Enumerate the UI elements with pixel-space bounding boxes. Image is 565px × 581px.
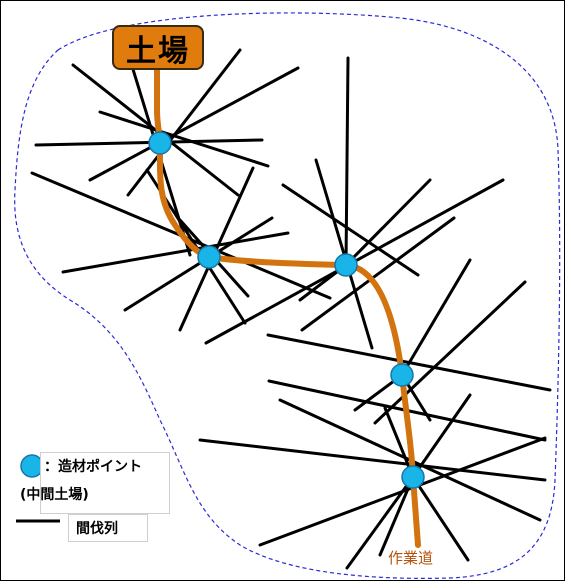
thinning-line	[373, 280, 527, 425]
thinning-line	[61, 231, 290, 274]
thinning-line	[411, 393, 472, 479]
processing-point	[401, 465, 425, 489]
processing-point	[390, 363, 414, 387]
processing-point	[148, 131, 172, 155]
thinning-line	[345, 475, 415, 570]
legend-point-label: ：造材ポイント	[44, 459, 142, 475]
thinning-line	[98, 110, 270, 168]
processing-point	[197, 245, 221, 269]
stand-boundary	[14, 12, 561, 579]
legend-thinning-label: 間伐列	[76, 521, 118, 537]
work-road-label: 作業道	[388, 549, 434, 567]
thinning-line	[400, 258, 472, 377]
thinning-line	[88, 66, 300, 182]
thinning-line	[123, 216, 274, 312]
processing-point	[334, 253, 358, 277]
landing-label: 土場	[126, 33, 190, 69]
thinning-line	[378, 475, 415, 557]
thinning-line	[344, 56, 350, 267]
thinning-line	[383, 406, 415, 479]
work-road	[154, 65, 421, 548]
thinning-line	[300, 216, 456, 332]
legend-point-box	[40, 452, 170, 514]
thinning-line	[198, 438, 547, 482]
thinning-line	[344, 178, 432, 267]
legend-thinning-box	[68, 514, 148, 542]
landing-box: 土場	[112, 25, 204, 70]
thinning-line	[411, 475, 470, 562]
legend-point-sublabel: (中間土場)	[20, 487, 89, 503]
processing-points	[148, 131, 425, 489]
